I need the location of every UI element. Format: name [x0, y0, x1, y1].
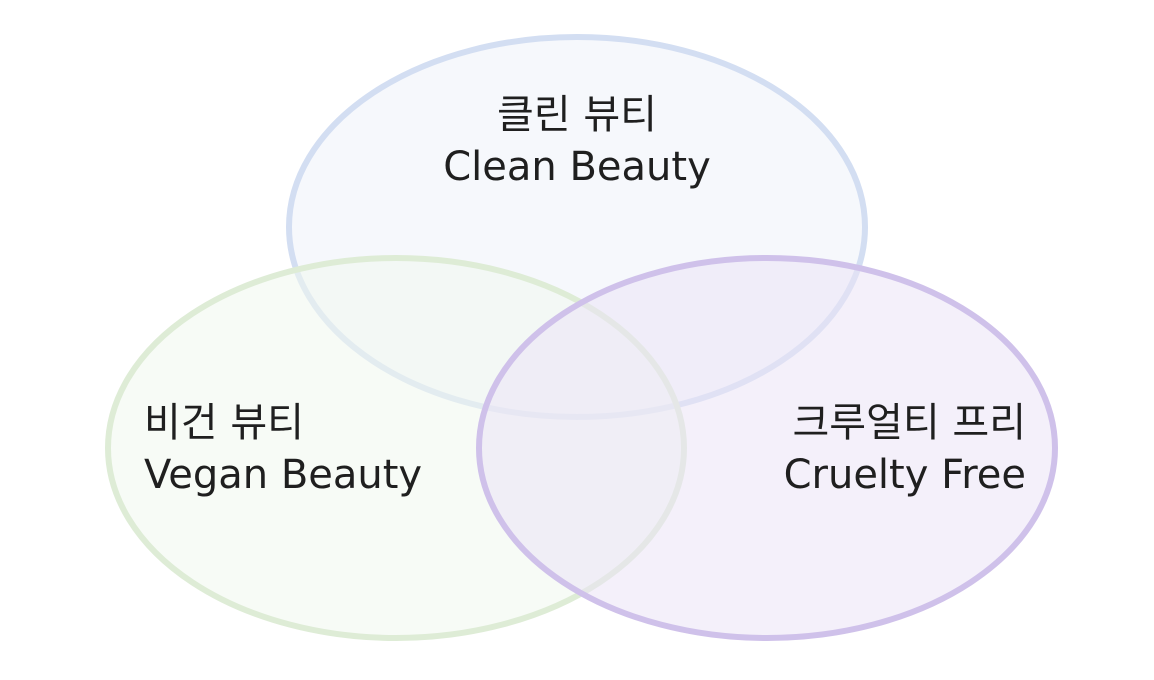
cruelty-free-label-en: Cruelty Free: [784, 452, 1026, 498]
clean-beauty-label-en: Clean Beauty: [443, 144, 711, 190]
cruelty-free-circle: [476, 255, 1058, 641]
venn-labels: 클린 뷰티 Clean Beauty 비건 뷰티 Vegan Beauty 크루…: [144, 92, 1026, 498]
vegan-beauty-label-ko: 비건 뷰티: [144, 400, 304, 446]
venn-circles: [105, 34, 1058, 641]
vegan-beauty-label-en: Vegan Beauty: [144, 452, 422, 498]
cruelty-free-label-ko: 크루얼티 프리: [792, 400, 1026, 446]
clean-beauty-label-ko: 클린 뷰티: [497, 92, 657, 138]
